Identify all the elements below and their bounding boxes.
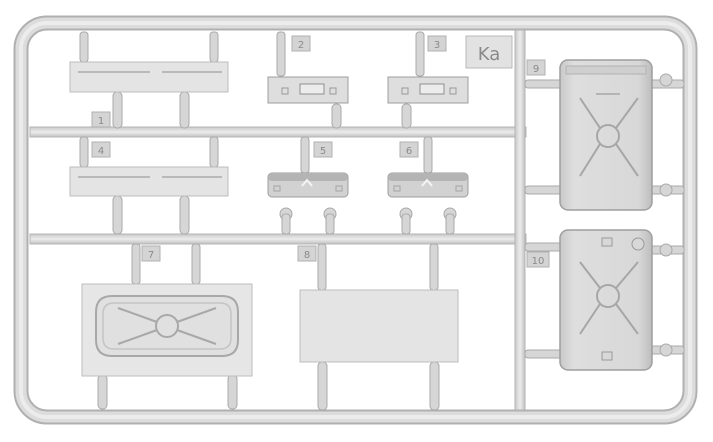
sprue-frame	[13, 15, 698, 425]
part-tab-3: 3	[427, 35, 447, 52]
part-1-strip	[69, 61, 229, 93]
sprue-gates	[79, 31, 685, 411]
part-tab-8: 8	[297, 245, 317, 262]
sprue-code: Ka	[478, 44, 501, 65]
part-number-1: 1	[98, 116, 104, 127]
part-2-bracket	[267, 76, 349, 104]
part-number-7: 7	[148, 250, 154, 261]
part-number-2: 2	[298, 40, 304, 51]
part-3-bracket	[387, 76, 469, 104]
part-tab-9: 9	[526, 59, 546, 76]
part-number-9: 9	[533, 64, 539, 75]
part-number-3: 3	[434, 40, 440, 51]
part-number-6: 6	[406, 146, 412, 157]
part-9-box	[559, 59, 653, 211]
part-8-plate	[299, 289, 459, 363]
part-tab-1: 1	[91, 111, 111, 128]
part-number-10: 10	[532, 256, 545, 267]
part-5-clamp	[267, 172, 349, 198]
part-number-tabs: 1 2 3 4 5 6 7 8	[91, 35, 550, 268]
part-10-box	[559, 229, 653, 371]
part-number-8: 8	[304, 250, 310, 261]
sprue-code-tab: Ka	[465, 35, 513, 69]
part-number-5: 5	[320, 146, 326, 157]
part-number-4: 4	[98, 146, 104, 157]
part-tab-5: 5	[313, 141, 333, 158]
part-tab-2: 2	[291, 35, 311, 52]
part-4-strip	[69, 166, 229, 197]
part-tab-4: 4	[91, 141, 111, 158]
part-7-panel	[81, 283, 253, 377]
part-tab-6: 6	[399, 141, 419, 158]
sprue-runners	[29, 29, 527, 411]
part-6-clamp	[387, 172, 469, 198]
part-tab-10: 10	[526, 251, 550, 268]
part-tab-7: 7	[141, 245, 161, 262]
